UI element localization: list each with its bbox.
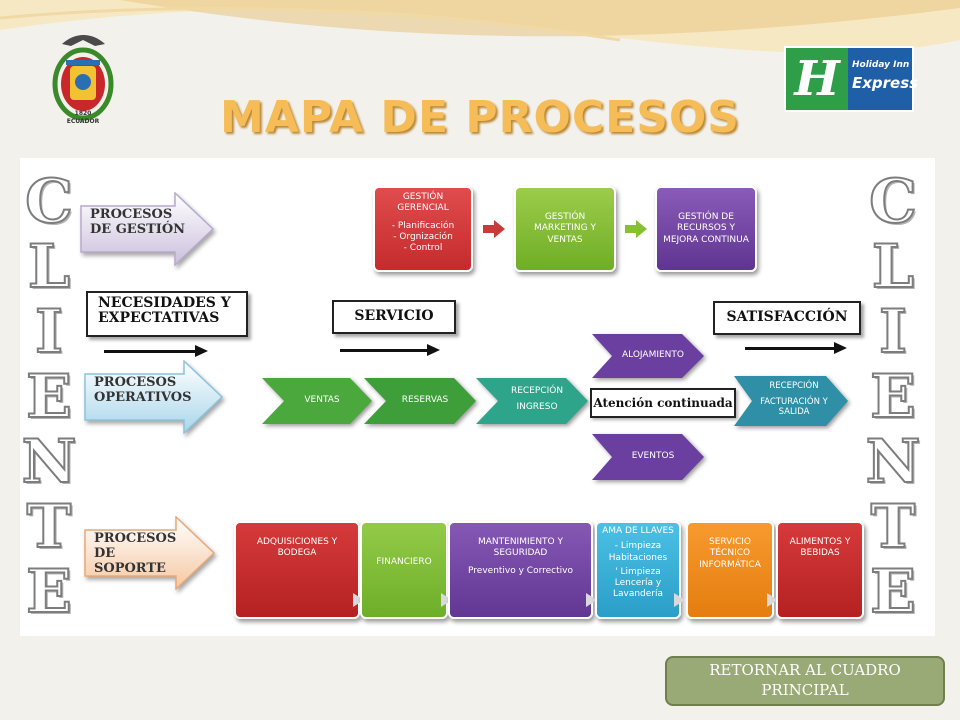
cliente-letter: E bbox=[869, 362, 917, 432]
category-label-operativos: PROCESOS OPERATIVOS bbox=[94, 375, 192, 405]
red-right-arrow-icon bbox=[483, 220, 505, 242]
mantenimiento-sub: Preventivo y Correctivo bbox=[468, 565, 573, 576]
next-triangle-icon bbox=[353, 593, 364, 607]
next-triangle-icon bbox=[767, 593, 778, 607]
category-label-gestion: PROCESOS DE GESTIÓN bbox=[90, 207, 186, 237]
next-triangle-icon bbox=[586, 593, 597, 607]
cliente-left-word: C L I E N T E bbox=[21, 167, 78, 627]
holiday-inn-express-logo: H Holiday Inn Express bbox=[784, 46, 918, 112]
page-title: MAPA DE PROCESOS bbox=[220, 92, 740, 143]
header-servicio: SERVICIO bbox=[332, 300, 456, 334]
category-arrow-operativos: PROCESOS OPERATIVOS bbox=[84, 359, 224, 435]
flow-arrow-2 bbox=[340, 344, 440, 356]
servicio-tecnico-label: SERVICIO TÉCNICO INFORMÁTICA bbox=[699, 537, 761, 570]
category-label-soporte: PROCESOS DE SOPORTE bbox=[94, 531, 177, 576]
recepcion-ingreso-label-2: INGRESO bbox=[516, 402, 558, 412]
process-alojamiento: ALOJAMIENTO bbox=[592, 334, 704, 378]
reservas-label: RESERVAS bbox=[401, 395, 449, 405]
cliente-letter: I bbox=[878, 297, 908, 367]
cliente-letter: T bbox=[870, 492, 917, 562]
cliente-letter: L bbox=[871, 232, 915, 302]
gestion-gerencial-box: GESTIÓN GERENCIAL - Planificación - Orgn… bbox=[373, 186, 473, 272]
ama-item-2: ' Limpieza Lencería y Lavandería bbox=[612, 566, 664, 600]
alimentos-label: ALIMENTOS Y BEBIDAS bbox=[789, 537, 851, 559]
flow-arrow-1 bbox=[104, 345, 208, 357]
cliente-letter: E bbox=[869, 557, 917, 627]
gerencial-item: - Control bbox=[403, 243, 443, 253]
financiero-label: FINANCIERO bbox=[376, 557, 432, 567]
cliente-letter: I bbox=[34, 297, 64, 367]
cliente-letter: C bbox=[24, 167, 74, 237]
gerencial-title: GESTIÓN GERENCIAL bbox=[397, 192, 449, 214]
process-recepcion-ingreso: RECEPCIÓN INGRESO bbox=[476, 378, 588, 424]
support-servicio-tecnico: SERVICIO TÉCNICO INFORMÁTICA bbox=[686, 521, 778, 619]
recepcion-salida-label-1: RECEPCIÓN bbox=[769, 381, 819, 391]
brand-line2: Express bbox=[852, 74, 919, 92]
process-eventos: EVENTOS bbox=[592, 434, 704, 480]
atencion-label: Atención continuada bbox=[593, 396, 733, 410]
cliente-right-word: C L I E N T E bbox=[865, 167, 922, 627]
brand-h-icon: H bbox=[786, 48, 848, 110]
next-triangle-icon bbox=[441, 593, 452, 607]
support-mantenimiento: MANTENIMIENTO Y SEGURIDAD Preventivo y C… bbox=[448, 521, 597, 619]
recepcion-salida-label-2: FACTURACIÓN Y SALIDA bbox=[760, 397, 828, 418]
recepcion-ingreso-label-1: RECEPCIÓN bbox=[510, 386, 564, 396]
gerencial-item: - Planificación bbox=[391, 220, 455, 231]
alojamiento-label: ALOJAMIENTO bbox=[621, 350, 684, 360]
eventos-label: EVENTOS bbox=[631, 451, 675, 461]
cliente-letter: N bbox=[865, 427, 922, 497]
support-financiero: FINANCIERO bbox=[360, 521, 452, 619]
ecuador-seal-logo: 1820 ECUADOR bbox=[40, 32, 126, 132]
header-satisfaccion: SATISFACCIÓN bbox=[713, 301, 861, 335]
category-arrow-soporte: PROCESOS DE SOPORTE bbox=[84, 515, 216, 591]
support-alimentos: ALIMENTOS Y BEBIDAS bbox=[776, 521, 864, 619]
recursos-label: GESTIÓN DE RECURSOS Y MEJORA CONTINUA bbox=[663, 212, 749, 245]
green-right-arrow-icon bbox=[625, 220, 647, 242]
category-arrow-gestion: PROCESOS DE GESTIÓN bbox=[80, 191, 215, 267]
cliente-letter: E bbox=[25, 557, 73, 627]
ama-title: AMA DE LLAVES bbox=[602, 526, 674, 536]
ama-item-1: - Limpieza Habitaciones bbox=[608, 541, 668, 563]
process-reservas: RESERVAS bbox=[364, 378, 476, 424]
cliente-letter: T bbox=[26, 492, 73, 562]
flow-arrow-3 bbox=[745, 342, 847, 354]
support-adquisiciones: ADQUISICIONES Y BODEGA bbox=[234, 521, 364, 619]
atencion-continuada-box: Atención continuada bbox=[590, 388, 736, 418]
brand-line1: Holiday Inn bbox=[852, 60, 910, 70]
gerencial-item: - Orgnización bbox=[393, 231, 453, 242]
adquisiciones-label: ADQUISICIONES Y BODEGA bbox=[256, 537, 338, 559]
process-recepcion-salida: RECEPCIÓN FACTURACIÓN Y SALIDA bbox=[734, 376, 848, 426]
seal-caption-year: 1820 bbox=[74, 110, 92, 117]
cliente-letter: N bbox=[21, 427, 78, 497]
mantenimiento-label: MANTENIMIENTO Y SEGURIDAD bbox=[477, 537, 563, 559]
seal-caption-country: ECUADOR bbox=[66, 118, 100, 125]
process-ventas: VENTAS bbox=[262, 378, 372, 424]
header-necesidades: NECESIDADES Y EXPECTATIVAS bbox=[86, 291, 248, 337]
gestion-marketing-box: GESTIÓN MARKETING Y VENTAS bbox=[514, 186, 616, 272]
marketing-label: GESTIÓN MARKETING Y VENTAS bbox=[534, 212, 596, 245]
cliente-letter: L bbox=[27, 232, 71, 302]
ventas-label: VENTAS bbox=[304, 395, 340, 405]
header-swoosh-decoration bbox=[0, 0, 960, 53]
next-triangle-icon bbox=[674, 593, 685, 607]
cliente-letter: C bbox=[868, 167, 918, 237]
return-main-button[interactable]: RETORNAR AL CUADRO PRINCIPAL bbox=[665, 656, 945, 706]
cliente-letter: E bbox=[25, 362, 73, 432]
gestion-recursos-box: GESTIÓN DE RECURSOS Y MEJORA CONTINUA bbox=[655, 186, 757, 272]
support-ama-de-llaves: AMA DE LLAVES - Limpieza Habitaciones ' … bbox=[595, 521, 685, 619]
